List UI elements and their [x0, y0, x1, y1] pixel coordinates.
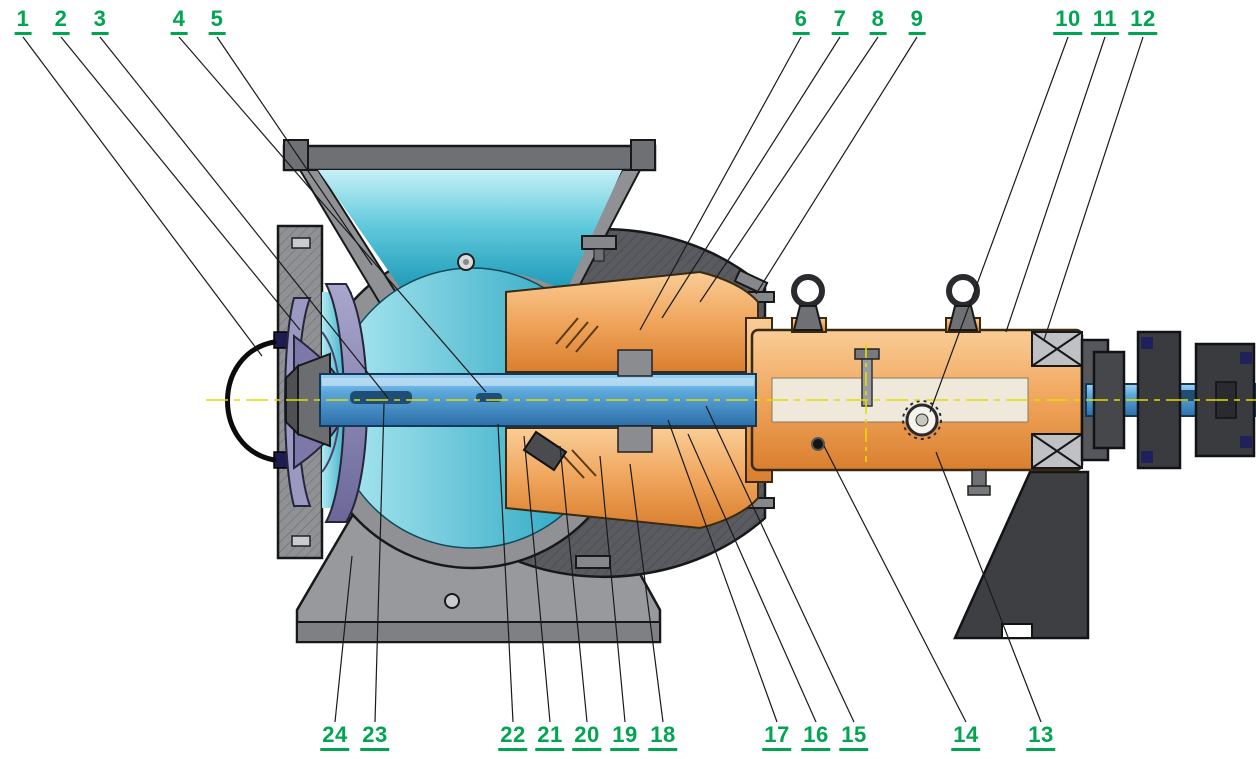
callout-label-24: 24: [320, 724, 350, 751]
seal-spring: [555, 317, 599, 353]
callout-label-17: 17: [762, 724, 792, 751]
centerline: [206, 344, 1256, 462]
callout-label-18: 18: [648, 724, 678, 751]
callout-label-19: 19: [610, 724, 640, 751]
callout-label-10: 10: [1053, 8, 1083, 35]
callout-label-3: 3: [91, 8, 109, 35]
callout-label-14: 14: [951, 724, 981, 751]
mechanical-seal: [522, 349, 653, 472]
callout-label-9: 9: [908, 8, 926, 35]
callout-label-16: 16: [801, 724, 831, 751]
callout-label-21: 21: [535, 724, 565, 751]
callout-label-8: 8: [869, 8, 887, 35]
callout-label-4: 4: [170, 8, 188, 35]
foot-bolt: [444, 593, 460, 609]
bearing-pedestal: [953, 470, 1090, 640]
callout-label-1: 1: [14, 8, 32, 35]
callout-label-22: 22: [498, 724, 528, 751]
callout-label-13: 13: [1026, 724, 1056, 751]
drain-plug: [811, 437, 825, 451]
callout-label-15: 15: [839, 724, 869, 751]
callout-label-12: 12: [1128, 8, 1158, 35]
callout-label-11: 11: [1090, 8, 1120, 35]
discharge-flange: [282, 144, 657, 172]
eye-bolt-right: [946, 274, 980, 331]
housing-stud: [861, 355, 873, 407]
shaft-keyway: [350, 391, 412, 404]
callout-label-6: 6: [792, 8, 810, 35]
retaining-wire: [225, 339, 277, 463]
eye-bolt-left: [791, 274, 825, 331]
callout-label-20: 20: [572, 724, 602, 751]
bearing-housing: [745, 317, 1110, 496]
callout-label-5: 5: [208, 8, 226, 35]
callout-label-2: 2: [52, 8, 70, 35]
callout-label-7: 7: [831, 8, 849, 35]
callout-label-23: 23: [360, 724, 390, 751]
